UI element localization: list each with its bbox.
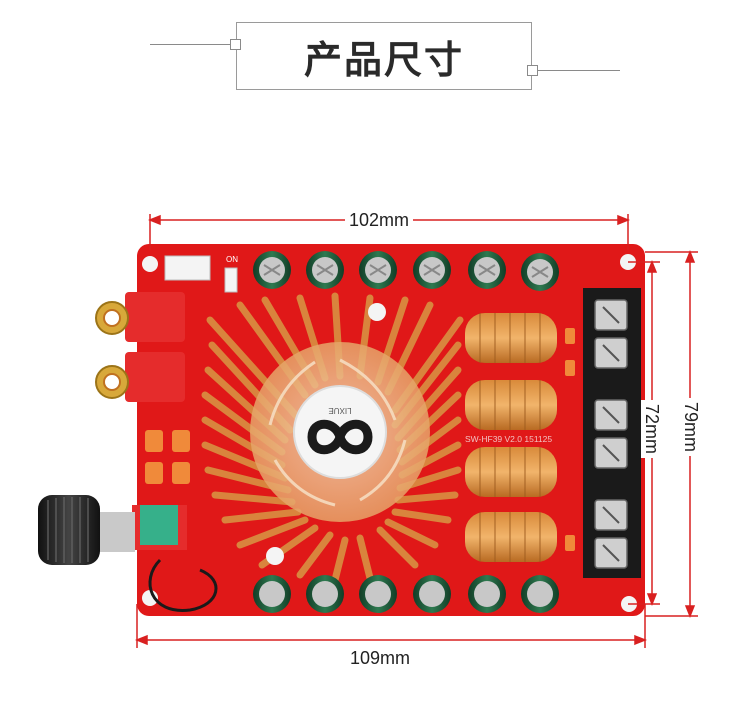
fan-blade-lines	[268, 358, 407, 507]
fan-hub-logo	[307, 419, 373, 455]
dip-switch	[224, 267, 238, 293]
dip-switch-label: ON	[226, 255, 238, 264]
rca-jacks	[95, 292, 185, 402]
header-corner-marker-left	[230, 39, 241, 50]
board-silk-text: SW-HF39 V2.0 151125	[465, 434, 552, 444]
page-title: 产品尺寸	[236, 22, 532, 90]
fan-hub-label: LIXUE	[328, 406, 351, 415]
capacitors-top	[253, 251, 559, 291]
inductor-coils	[465, 313, 557, 562]
header-corner-marker-right	[527, 65, 538, 76]
volume-knob	[38, 495, 135, 565]
dimension-width-top-label: 102mm	[345, 209, 414, 231]
header-connector	[164, 255, 211, 281]
screw-terminals	[583, 288, 641, 578]
dimension-width-bottom-label: 109mm	[346, 647, 415, 669]
capacitors-bottom	[253, 575, 559, 613]
green-module	[140, 505, 178, 545]
mount-hole	[142, 590, 158, 606]
dimension-height-outer-label: 79mm	[680, 398, 702, 457]
wire-loop	[148, 558, 218, 612]
header-line-left	[150, 44, 236, 45]
mount-hole	[142, 256, 158, 272]
header-line-right	[532, 70, 620, 71]
dimension-height-inner-label: 72mm	[641, 400, 663, 459]
